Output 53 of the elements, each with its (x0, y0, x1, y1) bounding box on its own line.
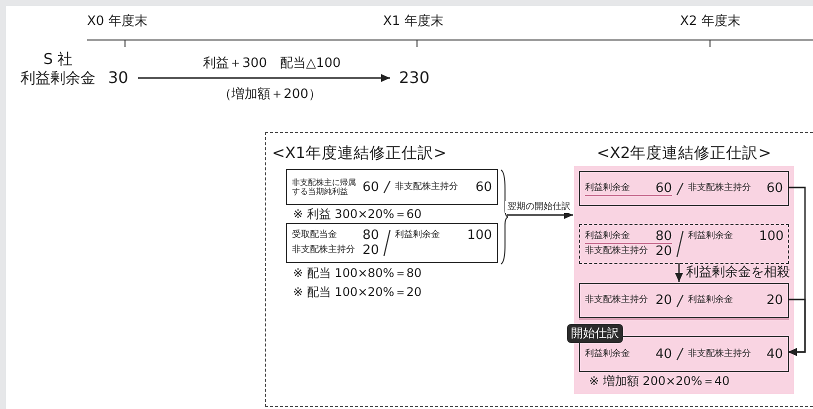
account-name: 利益剰余金 (688, 230, 734, 243)
arrow (788, 298, 806, 356)
axis-label: （増加額＋200） (218, 86, 322, 103)
account-name: 非支配株主持分 (395, 180, 459, 194)
side-label: 利益剰余金 (20, 69, 96, 87)
account-name: 利益剰余金 (585, 230, 631, 243)
account-name: 受取配当金 (292, 229, 338, 242)
arrow (675, 263, 683, 282)
note-text: ※ 配当 100×20%＝20 (293, 284, 423, 300)
amount: 20 (765, 293, 783, 308)
amount: 20 (654, 293, 672, 308)
account-name: 非支配株主持分 (585, 294, 649, 307)
value-text: 30 (108, 68, 138, 88)
account-name: 非支配株主持分 (585, 245, 649, 258)
journal-entry-box (286, 169, 498, 205)
journal-entry-box (579, 283, 789, 318)
tag-label: 開始仕訳 (567, 324, 623, 343)
amount: 80 (361, 228, 379, 243)
account-name: 非支配株主持分 (292, 244, 356, 257)
amount: 20 (361, 243, 379, 258)
account-name: 利益剰余金 (585, 182, 631, 195)
account-name: 非支配株主持分 (688, 348, 752, 360)
account-name: 利益剰余金 (395, 229, 441, 242)
amount: 40 (654, 346, 672, 362)
journal-entry-box (286, 223, 498, 263)
note-text: ※ 利益 300×20%＝60 (293, 206, 423, 222)
arrow (507, 211, 573, 219)
axis-label: X1 年度末 (383, 13, 444, 30)
account-name: 利益剰余金 (688, 294, 734, 307)
edge-label: 利益剰余金を相殺 (684, 264, 792, 281)
amount: 60 (361, 180, 379, 194)
edge-label: 翌期の開始仕訳 (505, 201, 573, 213)
axis-label: X0 年度末 (87, 13, 148, 30)
amount: 80 (654, 229, 672, 244)
note-text: ※ 配当 100×80%＝80 (293, 265, 423, 281)
dashed-frame (265, 132, 813, 407)
section-heading: <X2年度連結修正仕訳> (596, 143, 772, 163)
section-heading: <X1年度連結修正仕訳> (272, 143, 448, 163)
amount: 100 (466, 228, 492, 243)
amount: 40 (765, 346, 783, 362)
amount: 100 (759, 229, 784, 244)
side-label: S 社 (42, 50, 74, 68)
axis-label: X2 年度末 (680, 13, 742, 30)
amount: 60 (765, 181, 783, 196)
amount: 20 (654, 244, 672, 259)
account-name: 非支配株主持分 (688, 182, 752, 195)
amount: 60 (654, 181, 672, 196)
journal-entry-box (579, 171, 789, 206)
arrow (138, 74, 390, 82)
account-name: 利益剰余金 (585, 348, 631, 360)
value-text: 230 (390, 68, 438, 88)
note-text: ※ 増加額 200×20%＝40 (589, 373, 731, 389)
amount: 60 (474, 180, 492, 194)
